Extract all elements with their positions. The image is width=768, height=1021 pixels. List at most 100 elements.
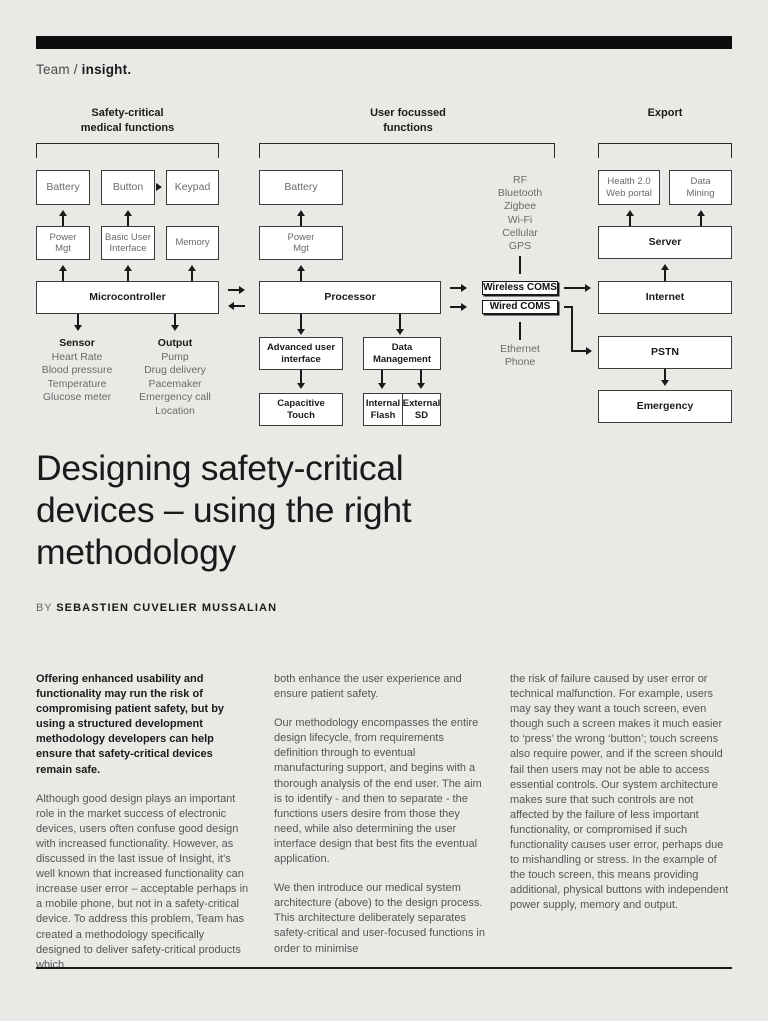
arrow-powermgt-to-battery: [59, 210, 67, 216]
arrow-internet-to-server: [661, 264, 669, 270]
arrow-server-to-data-mining: [697, 210, 705, 216]
box-microcontroller: Microcontroller: [36, 281, 219, 314]
box-safety-button: Button: [101, 170, 155, 205]
arrow-processor-to-wired-coms: [461, 303, 467, 311]
system-architecture-diagram: Safety-critical medical functions User f…: [0, 0, 768, 440]
stem-mcu-to-power-mgt: [62, 270, 64, 281]
box-advanced-user-interface: Advanced user interface: [259, 337, 343, 370]
box-health-webportal: Health 2.0 Web portal: [598, 170, 660, 205]
arrow-processor-to-data-management: [396, 329, 404, 335]
paragraph: Although good design plays an important …: [36, 792, 249, 971]
article-column-3: the risk of failure caused by user error…: [510, 672, 732, 928]
stem-wireless-coms-to-internet: [564, 287, 586, 289]
stem-internet-to-server: [664, 269, 666, 281]
stem-mcu-to-processor: [228, 289, 240, 291]
stem-wired-coms-elbow-vertical: [571, 306, 573, 352]
box-user-battery: Battery: [259, 170, 343, 205]
stem-processor-to-wireless-coms: [450, 287, 462, 289]
stem-powermgt-to-battery: [62, 215, 64, 226]
stem-processor-to-advanced-ui: [300, 314, 302, 330]
article-title: Designing safety-critical devices – usin…: [36, 448, 412, 572]
box-user-power-mgt: Power Mgt: [259, 226, 343, 260]
arrow-mcu-to-basic-ui: [124, 265, 132, 271]
paragraph: Our methodology encompasses the entire d…: [274, 717, 482, 866]
arrow-processor-to-mcu: [228, 302, 234, 310]
stem-mcu-to-sensor: [77, 314, 79, 326]
arrow-server-to-health-webportal: [626, 210, 634, 216]
brand-prefix: Team /: [36, 62, 82, 77]
footer-rule: [36, 967, 732, 969]
stem-pstn-to-emergency: [664, 369, 666, 381]
stem-processor-to-power-mgt: [300, 270, 302, 281]
paragraph: both enhance the user experience and ens…: [274, 673, 462, 701]
stem-wired-coms-elbow-top: [564, 306, 573, 308]
stem-wired-coms-to-list: [519, 322, 521, 340]
box-safety-battery: Battery: [36, 170, 90, 205]
arrow-pstn-to-emergency: [661, 380, 669, 386]
box-safety-power-mgt: Power Mgt: [36, 226, 90, 260]
article-column-1: Offering enhanced usability and function…: [36, 672, 250, 987]
stem-wireless-list-to-box: [519, 256, 521, 274]
wireless-technology-list: RF Bluetooth Zigbee Wi-Fi Cellular GPS: [497, 174, 543, 253]
article-column-2: both enhance the user experience and ens…: [274, 672, 488, 971]
diagram-column-title-safety: Safety-critical medical functions: [80, 107, 175, 134]
wired-technology-list: Ethernet Phone: [500, 343, 540, 369]
box-processor: Processor: [259, 281, 441, 314]
stem-user-powermgt-to-battery: [300, 215, 302, 226]
stem-server-to-health-webportal: [629, 215, 631, 226]
arrow-mcu-to-processor: [239, 286, 245, 294]
stem-advanced-ui-to-capacitive-touch: [300, 370, 302, 384]
sensor-list-heading: Sensor: [59, 337, 95, 349]
arrow-data-management-to-internal-flash: [378, 383, 386, 389]
bracket-user: [259, 143, 555, 158]
arrow-processor-to-advanced-ui: [297, 329, 305, 335]
stem-data-management-to-external-sd: [420, 370, 422, 384]
sensor-list-items: Heart Rate Blood pressure Temperature Gl…: [41, 350, 113, 404]
header-black-bar: [36, 36, 732, 49]
brand-wordmark: Team / insight.: [36, 62, 131, 77]
stem-basicui-to-button: [127, 215, 129, 226]
box-pstn: PSTN: [598, 336, 732, 369]
diagram-column-title-user: User focussed functions: [370, 107, 446, 134]
output-list-heading: Output: [157, 337, 193, 349]
byline-author: SEBASTIEN CUVELIER MUSSALIAN: [56, 602, 278, 614]
paragraph: the risk of failure caused by user error…: [510, 673, 729, 912]
box-wired-coms: Wired COMS: [482, 300, 558, 314]
bracket-safety: [36, 143, 219, 158]
box-emergency: Emergency: [598, 390, 732, 423]
stem-data-management-to-internal-flash: [381, 370, 383, 384]
paragraph-lead: Offering enhanced usability and function…: [36, 673, 225, 776]
stem-wired-coms-elbow-bottom: [571, 350, 587, 352]
diagram-column-title-export: Export: [647, 107, 683, 119]
box-data-management: Data Management: [363, 337, 441, 370]
output-list-items: Pump Drug delivery Pacemaker Emergency c…: [139, 350, 211, 417]
output-list: Output Pump Drug delivery Pacemaker Emer…: [126, 337, 224, 418]
box-data-mining: Data Mining: [669, 170, 732, 205]
arrow-data-management-to-external-sd: [417, 383, 425, 389]
arrow-mcu-to-memory: [188, 265, 196, 271]
arrow-wireless-coms-to-internet: [585, 284, 591, 292]
brand-name: insight.: [81, 62, 132, 77]
box-safety-keypad: Keypad: [166, 170, 219, 205]
box-internet: Internet: [598, 281, 732, 314]
stem-processor-to-data-management: [399, 314, 401, 330]
byline-prefix: BY: [36, 602, 57, 614]
article-byline: BY SEBASTIEN CUVELIER MUSSALIAN: [36, 602, 277, 614]
arrow-wired-coms-to-pstn: [586, 347, 592, 355]
box-capacitive-touch: Capacitive Touch: [259, 393, 343, 426]
bracket-export: [598, 143, 732, 158]
box-safety-basic-user-interface: Basic User Interface: [101, 226, 155, 260]
stem-processor-to-mcu: [233, 305, 245, 307]
box-safety-memory: Memory: [166, 226, 219, 260]
arrow-user-powermgt-to-battery: [297, 210, 305, 216]
box-internal-flash: Internal Flash: [363, 393, 403, 426]
box-wireless-coms: Wireless COMS: [482, 281, 558, 295]
box-external-sd: External SD: [402, 393, 441, 426]
stem-mcu-to-memory: [191, 270, 193, 281]
sensor-list: Sensor Heart Rate Blood pressure Tempera…: [28, 337, 126, 405]
arrow-processor-to-power-mgt: [297, 265, 305, 271]
box-server: Server: [598, 226, 732, 259]
stem-processor-to-wired-coms: [450, 306, 462, 308]
arrow-mcu-to-sensor: [74, 325, 82, 331]
